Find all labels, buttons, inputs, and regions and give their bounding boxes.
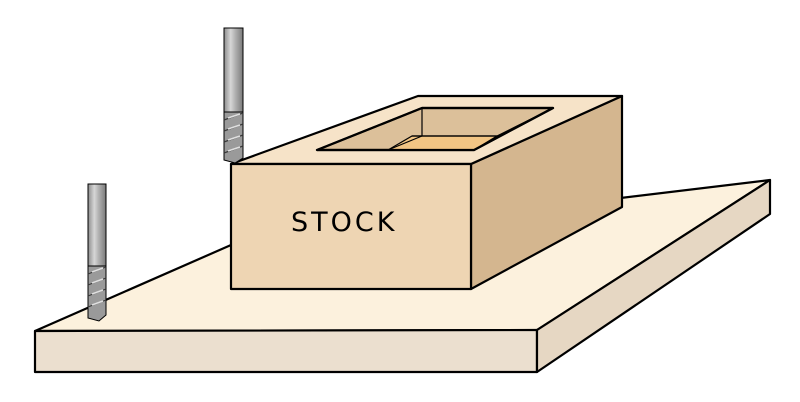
table-front-face bbox=[33, 328, 539, 374]
flute-highlight bbox=[227, 113, 241, 152]
pocket-opening-outline bbox=[315, 106, 555, 152]
end-mill-top bbox=[223, 27, 244, 164]
end-mill-shank bbox=[87, 183, 107, 267]
stock-block: STOCK bbox=[229, 94, 624, 291]
end-mill-left bbox=[87, 183, 107, 322]
table-side-face bbox=[535, 178, 772, 374]
stock-front-face bbox=[229, 162, 473, 291]
flute-highlight bbox=[91, 267, 104, 306]
stock-pocket bbox=[315, 106, 555, 152]
stock-label: STOCK bbox=[291, 207, 397, 238]
end-mill-flutes bbox=[87, 265, 107, 322]
end-mill-shank bbox=[223, 27, 244, 113]
pocket-edge bbox=[387, 135, 423, 151]
